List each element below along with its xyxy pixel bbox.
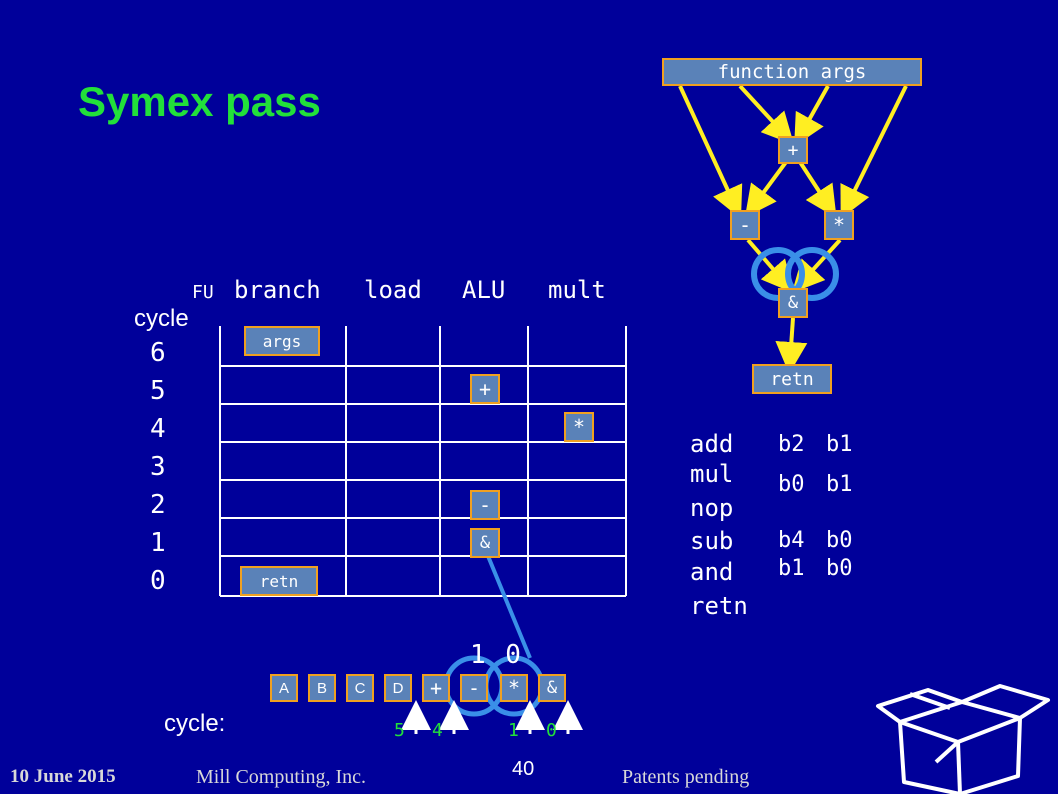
header-alu: ALU: [462, 276, 506, 304]
belt-tick-5: 5: [394, 720, 405, 741]
instr-op-retn: retn: [690, 592, 748, 620]
fu-label: FU: [192, 282, 214, 303]
instr-op-and: and: [690, 558, 734, 586]
op-retn: retn: [240, 566, 318, 596]
op-minus: -: [470, 490, 500, 520]
instr-and-arg-a: b1: [778, 556, 805, 581]
cycle-1: 1: [150, 528, 166, 558]
box-logo-icon: [876, 684, 1050, 794]
instr-add-arg-a: b2: [778, 432, 805, 457]
op-mul: *: [564, 412, 594, 442]
op-args: args: [244, 326, 320, 356]
footer-patents: Patents pending: [622, 766, 750, 788]
belt-tick-arrows: [401, 700, 583, 734]
belt-slot-plus: +: [422, 674, 450, 702]
instr-mul-arg-b: b1: [826, 472, 853, 497]
belt-slot-a: A: [270, 674, 298, 702]
dataflow-arrows: [678, 84, 908, 374]
belt-overlay-text: 1 0: [470, 640, 523, 670]
function-args-node: function args: [662, 58, 922, 86]
retn-node: retn: [752, 364, 832, 394]
belt-slot-mul: *: [500, 674, 528, 702]
cycle-label: cycle: [134, 305, 189, 332]
cycle-4: 4: [150, 414, 166, 444]
header-load: load: [364, 276, 422, 304]
instr-sub-arg-a: b4: [778, 528, 805, 553]
minus-node: -: [730, 210, 760, 240]
belt-tick-1: 1: [508, 720, 519, 741]
footer-date: 10 June 2015: [10, 766, 116, 787]
and-node: &: [778, 288, 808, 318]
instr-op-nop: nop: [690, 494, 734, 522]
instr-mul-arg-a: b0: [778, 472, 805, 497]
belt-tick-4: 4: [432, 720, 443, 741]
instr-and-arg-b: b0: [826, 556, 853, 581]
instr-op-sub: sub: [690, 527, 734, 555]
instr-sub-arg-b: b0: [826, 528, 853, 553]
cycle-0: 0: [150, 566, 166, 596]
mul-node: *: [824, 210, 854, 240]
footer-company: Mill Computing, Inc.: [196, 766, 366, 788]
header-branch: branch: [234, 276, 321, 304]
cycle-2: 2: [150, 490, 166, 520]
op-and: &: [470, 528, 500, 558]
instr-add-arg-b: b1: [826, 432, 853, 457]
belt-slot-minus: -: [460, 674, 488, 702]
belt-slot-and: &: [538, 674, 566, 702]
plus-node: +: [778, 136, 808, 164]
instr-op-mul: mul: [690, 460, 734, 488]
belt-slot-b: B: [308, 674, 336, 702]
header-mult: mult: [548, 276, 606, 304]
belt-slot-d: D: [384, 674, 412, 702]
schedule-grid: [219, 326, 627, 597]
cycle-5: 5: [150, 376, 166, 406]
belt-tick-0: 0: [546, 720, 557, 741]
belt-slot-c: C: [346, 674, 374, 702]
cycle-6: 6: [150, 338, 166, 368]
cycle-3: 3: [150, 452, 166, 482]
belt-cycle-label: cycle:: [164, 710, 226, 737]
page-number: 40: [512, 758, 535, 780]
op-plus: +: [470, 374, 500, 404]
instr-op-add: add: [690, 430, 734, 458]
and-link-line: [486, 555, 532, 659]
slide-title: Symex pass: [78, 78, 321, 125]
